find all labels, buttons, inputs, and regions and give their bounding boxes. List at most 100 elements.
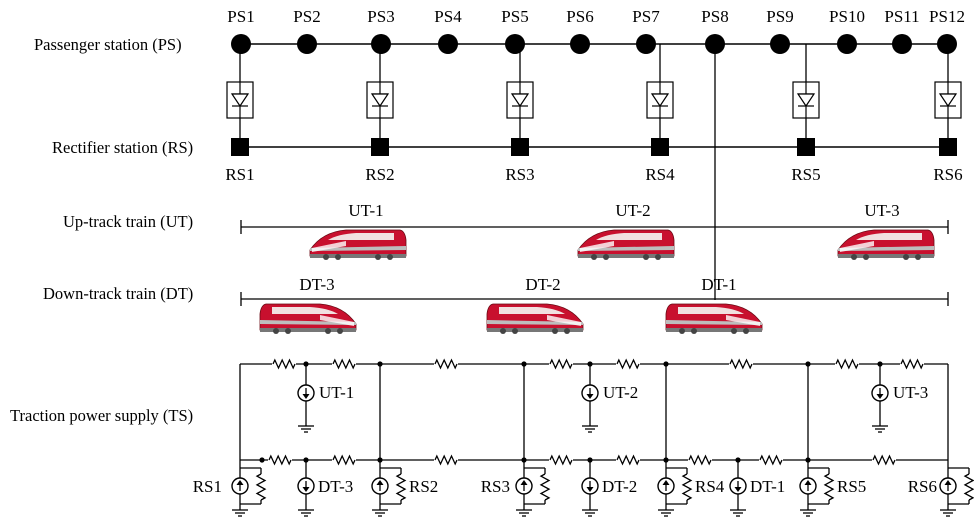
rs-source-icon (657, 477, 675, 495)
rectifier-station-square (651, 138, 669, 156)
passenger-station-dot (636, 34, 656, 54)
passenger-station-dot (438, 34, 458, 54)
passenger-station-label: PS11 (884, 7, 919, 26)
passenger-station-label: PS5 (501, 7, 528, 26)
ground-icon (800, 504, 816, 517)
rectifier-diode-icon (934, 81, 962, 119)
rs-source-label: RS5 (837, 477, 866, 496)
ut-load-source-icon (871, 384, 889, 402)
rs-internal-resistor (395, 473, 407, 501)
rectifier-diode-icon (792, 81, 820, 119)
rectifier-station-label: RS6 (933, 165, 962, 184)
passenger-station-dot (892, 34, 912, 54)
passenger-station-dot (837, 34, 857, 54)
rectifier-station-label: RS1 (225, 165, 254, 184)
passenger-station-label: PS3 (367, 7, 394, 26)
passenger-station-label: PS7 (632, 7, 660, 26)
rs-internal-resistor (255, 473, 267, 501)
rectifier-station-label: RS4 (645, 165, 675, 184)
ut-load-label: UT-2 (603, 383, 638, 402)
rectifier-station-square (797, 138, 815, 156)
passenger-station-dot (505, 34, 525, 54)
down-train-label: DT-3 (299, 275, 334, 294)
passenger-station-label: PS4 (434, 7, 462, 26)
rs-source-label: RS3 (481, 477, 510, 496)
passenger-station-label: PS12 (929, 7, 965, 26)
rectifier-station-square (231, 138, 249, 156)
down-train-icon (665, 303, 763, 335)
row-label-rs: Rectifier station (RS) (52, 138, 193, 157)
ts-up-resistor (549, 358, 573, 370)
rs-source-icon (515, 477, 533, 495)
down-train-label: DT-2 (525, 275, 560, 294)
ut-load-label: UT-3 (893, 383, 928, 402)
ts-down-resistor (268, 454, 292, 466)
dt-load-source-icon (729, 477, 747, 495)
ts-down-resistor (434, 454, 458, 466)
ut-load-label: UT-1 (319, 383, 354, 402)
passenger-station-dot (231, 34, 251, 54)
rs-source-label: RS2 (409, 477, 438, 496)
ts-down-resistor (616, 454, 640, 466)
rectifier-station-square (371, 138, 389, 156)
rectifier-station-label: RS3 (505, 165, 534, 184)
passenger-station-dot (297, 34, 317, 54)
ts-node (259, 457, 265, 463)
passenger-station-label: PS9 (766, 7, 793, 26)
ground-icon (298, 504, 314, 517)
ground-icon (658, 504, 674, 517)
ground-icon (582, 420, 598, 433)
ts-node (521, 361, 527, 367)
rs-source-icon (799, 477, 817, 495)
ground-icon (730, 504, 746, 517)
rs-source-label: RS6 (908, 477, 937, 496)
ut-load-source-icon (297, 384, 315, 402)
rectifier-diode-icon (366, 81, 394, 119)
ts-up-resistor (272, 358, 296, 370)
passenger-station-label: PS6 (566, 7, 593, 26)
ground-icon (940, 504, 956, 517)
ground-icon (582, 504, 598, 517)
up-train-label: UT-1 (348, 201, 383, 220)
dt-load-label: DT-3 (318, 477, 353, 496)
up-train-icon (837, 229, 935, 261)
rectifier-diode-icon (506, 81, 534, 119)
passenger-station-label: PS1 (227, 7, 254, 26)
rs-source-icon (939, 477, 957, 495)
passenger-station-dot (770, 34, 790, 54)
passenger-station-label: PS2 (293, 7, 320, 26)
ts-down-resistor (688, 454, 712, 466)
ts-up-resistor (835, 358, 859, 370)
ts-up-resistor (434, 358, 458, 370)
dt-load-source-icon (581, 477, 599, 495)
passenger-station-dot (570, 34, 590, 54)
row-label-ps: Passenger station (PS) (34, 35, 182, 54)
ts-node (377, 361, 383, 367)
ts-up-resistor (616, 358, 640, 370)
row-label-ts: Traction power supply (TS) (10, 406, 193, 425)
dt-load-source-icon (297, 477, 315, 495)
rectifier-diode-icon (646, 81, 674, 119)
ground-icon (872, 420, 888, 433)
rs-source-icon (371, 477, 389, 495)
rectifier-station-square (939, 138, 957, 156)
passenger-station-label: PS10 (829, 7, 865, 26)
ts-down-resistor (549, 454, 573, 466)
rs-internal-resistor (963, 473, 974, 501)
dt-load-label: DT-2 (602, 477, 637, 496)
up-train-icon (577, 229, 675, 261)
passenger-station-label: PS8 (701, 7, 728, 26)
row-label-dt: Down-track train (DT) (43, 284, 193, 303)
rs-source-label: RS1 (193, 477, 222, 496)
ground-icon (372, 504, 388, 517)
ut-load-source-icon (581, 384, 599, 402)
rectifier-station-label: RS2 (365, 165, 394, 184)
down-train-label: DT-1 (701, 275, 736, 294)
rs-internal-resistor (823, 473, 835, 501)
ts-down-resistor (759, 454, 783, 466)
up-train-label: UT-3 (864, 201, 899, 220)
up-train-label: UT-2 (615, 201, 650, 220)
passenger-station-dot (937, 34, 957, 54)
